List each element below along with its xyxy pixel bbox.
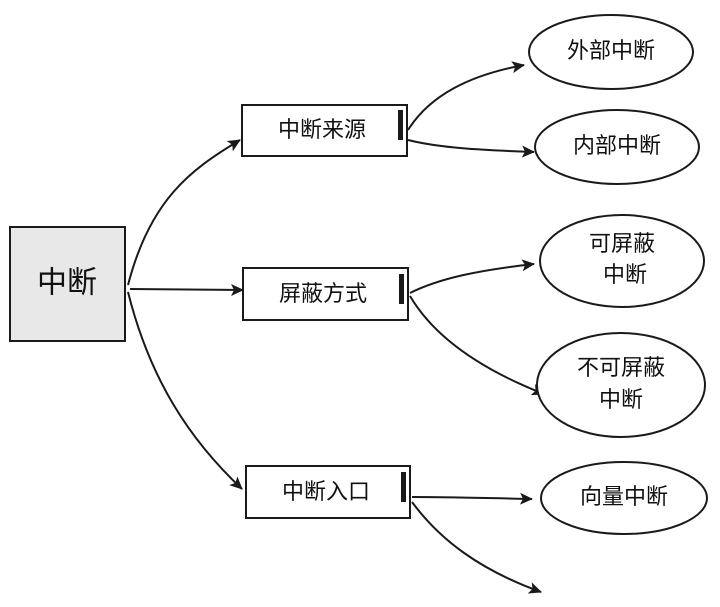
connector-source-to-external <box>407 61 525 131</box>
leaf-label-internal: 内部中断 <box>573 134 661 159</box>
leaf-label-maskable-line2: 中断 <box>603 263 647 288</box>
branch-node-mask: 屏蔽方式 <box>242 267 409 321</box>
branch-bar-icon <box>399 274 404 304</box>
leaf-node-nonmaskable: 不可屏蔽 中断 <box>536 332 706 438</box>
root-node: 中断 <box>9 226 126 342</box>
connector-root-to-entry <box>127 291 243 490</box>
connector-root-to-mask <box>129 283 244 296</box>
leaf-label-nonmaskable-line1: 不可屏蔽 <box>577 356 665 381</box>
branch-label-entry: 中断入口 <box>282 480 370 505</box>
leaf-label-nonmaskable-line2: 中断 <box>599 388 643 413</box>
connector-root-to-source <box>127 139 241 286</box>
connector-entry-to-vector <box>411 492 533 505</box>
leaf-node-internal: 内部中断 <box>534 109 700 185</box>
branch-bar-icon <box>398 110 403 140</box>
branch-node-entry: 中断入口 <box>245 465 411 519</box>
leaf-label-vector: 向量中断 <box>580 485 668 510</box>
leaf-node-external: 外部中断 <box>528 14 694 90</box>
leaf-label-maskable-line1: 可屏蔽 <box>589 232 655 257</box>
leaf-node-vector: 向量中断 <box>540 461 708 535</box>
connector-mask-to-nonmaskable <box>409 295 545 396</box>
branch-node-source: 中断来源 <box>241 104 408 157</box>
branch-label-mask: 屏蔽方式 <box>279 282 367 307</box>
connector-entry-to-unlabeled <box>411 501 542 594</box>
connector-source-to-internal <box>407 139 535 158</box>
leaf-node-maskable: 可屏蔽 中断 <box>539 214 705 308</box>
branch-bar-icon <box>401 472 406 502</box>
connector-mask-to-maskable <box>409 259 535 294</box>
leaf-label-external: 外部中断 <box>567 39 655 64</box>
branch-label-source: 中断来源 <box>278 118 366 143</box>
root-label: 中断 <box>37 266 97 301</box>
